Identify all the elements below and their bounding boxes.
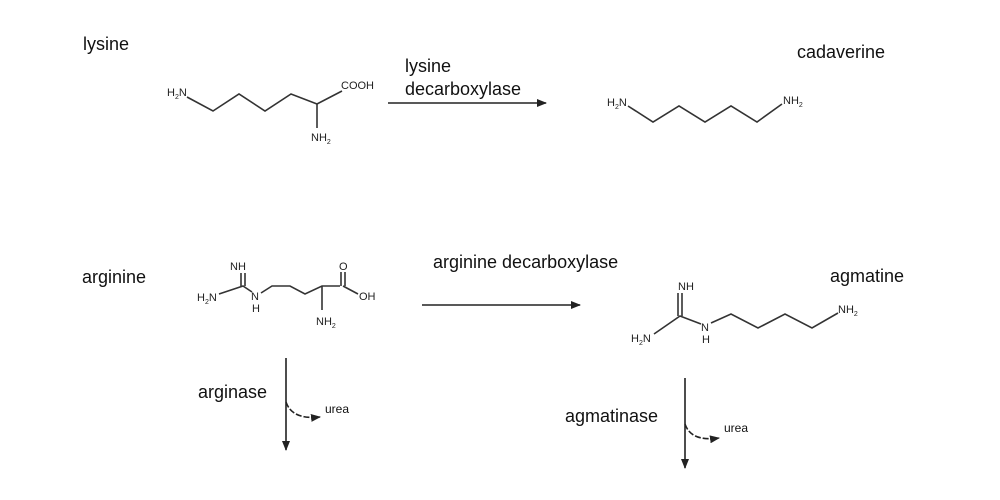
arginine-oh-text: OH [359, 291, 376, 303]
arginine-n-text: N [251, 291, 259, 303]
arginase-label: arginase [198, 382, 268, 402]
cadaverine-label: cadaverine [797, 42, 886, 62]
agmatinase-urea-text: urea [724, 421, 748, 435]
agmatine-h-text: H [702, 334, 710, 346]
lysine-decarboxylase-label-line1: lysine [405, 56, 452, 76]
agmatine-label: agmatine [830, 266, 905, 286]
lysine-label: lysine [83, 34, 130, 54]
arginine-imine-text: NH [230, 261, 246, 273]
arginine-chain-bond [260, 285, 340, 295]
arginine-amine-text: H2N [197, 292, 217, 306]
urea-release-arrow [684, 423, 720, 444]
arginine-h-text: H [252, 303, 260, 315]
agmatinase-label: agmatinase [565, 406, 659, 426]
cadaverine-right-amine-text: NH2 [783, 95, 803, 109]
lysine-chain-bond [186, 90, 343, 112]
lysine-amine-text: H2N [167, 87, 187, 101]
arginase-urea-text: urea [325, 402, 349, 416]
arginine-alpha-amine-text: NH2 [316, 316, 336, 330]
arginine-structure: NH H2N N H NH2 O OH [197, 261, 376, 330]
agmatine-chain-bond [710, 312, 839, 329]
agmatine-imine-text: NH [678, 281, 694, 293]
agmatinase-step: urea [681, 378, 748, 469]
arginine-o-text: O [339, 261, 348, 273]
lysine-structure: H2N COOH NH2 [167, 80, 374, 146]
cadaverine-chain-bond [627, 103, 783, 123]
arginine-decarboxylase-label: arginine decarboxylase [433, 252, 619, 272]
lysine-decarboxylase-label-line2: decarboxylase [405, 79, 522, 99]
cadaverine-left-amine-text: H2N [607, 97, 627, 111]
agmatine-structure: NH H2N N H NH2 [631, 281, 858, 347]
arginase-step: urea [282, 358, 349, 451]
lysine-carboxyl-text: COOH [341, 80, 374, 92]
agmatine-amine-text: H2N [631, 333, 651, 347]
lysine-alpha-amine-text: NH2 [311, 132, 331, 146]
arginine-label: arginine [82, 267, 147, 287]
urea-release-arrow [285, 401, 321, 422]
agmatine-terminal-amine-text: NH2 [838, 304, 858, 318]
agmatine-n-text: N [701, 322, 709, 334]
cadaverine-structure: H2N NH2 [607, 95, 803, 123]
